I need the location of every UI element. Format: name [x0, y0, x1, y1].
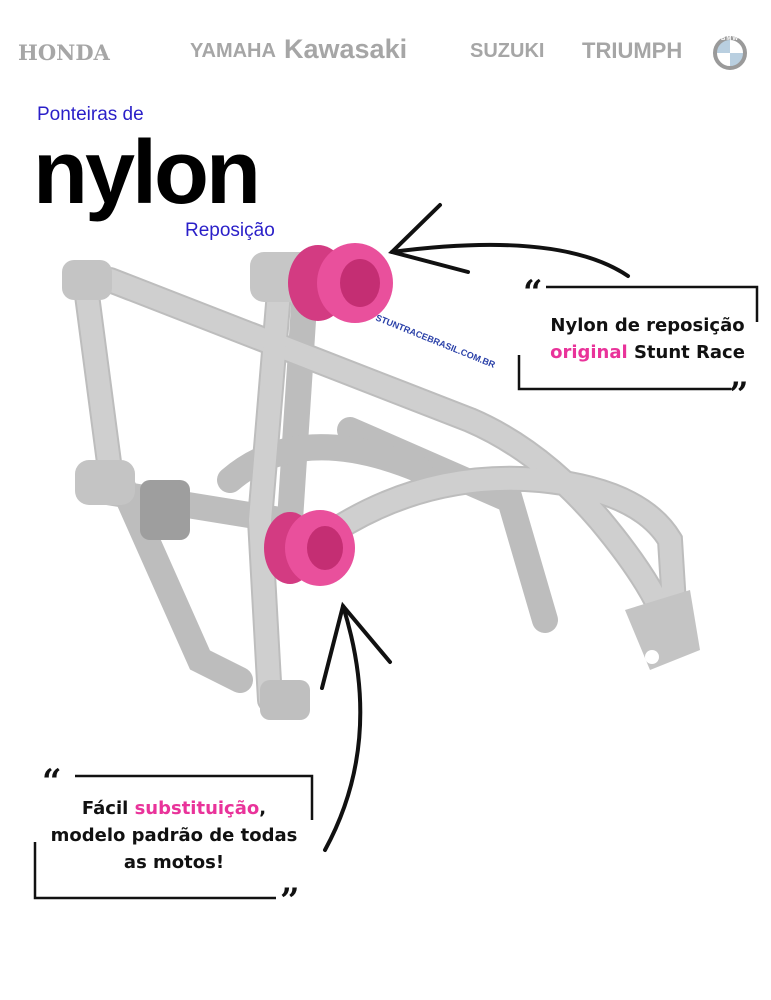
- callout-1-line1: Nylon de reposição: [550, 315, 745, 336]
- close-quote-icon: ”: [729, 375, 749, 415]
- close-quote-icon: ”: [280, 881, 300, 921]
- callout-2-line2: modelo padrão de todas: [50, 825, 298, 846]
- open-quote-icon: “: [523, 273, 543, 313]
- nylon-slider-top: [288, 243, 393, 323]
- callout-1-highlight: original: [550, 342, 628, 363]
- kawasaki-logo: Kawasaki: [284, 34, 408, 64]
- nylon-slider-bottom: [264, 510, 355, 586]
- open-quote-icon: “: [42, 762, 62, 802]
- headline-main: nylon: [33, 123, 261, 223]
- frame-slider: [72, 267, 688, 713]
- headline-bottom: Reposição: [185, 220, 275, 241]
- bmw-logo-text: BMW: [721, 36, 739, 42]
- mount-bracket: [625, 590, 700, 670]
- callout-2-line1: Fácil substituição,: [40, 795, 308, 822]
- callout-2-line3: as motos!: [123, 852, 225, 873]
- honda-logo: HONDA: [18, 40, 110, 65]
- callout-1-rest: Stunt Race: [627, 342, 745, 363]
- callout-1-text: Nylon de reposição original Stunt Race: [530, 312, 765, 366]
- callout-frame-2: [33, 774, 314, 900]
- arrow-top-icon: [388, 203, 630, 278]
- suzuki-logo: SUZUKI: [470, 40, 545, 62]
- callout-2-highlight: substituição: [134, 798, 260, 819]
- tube-end: [75, 460, 135, 505]
- callout-2-text: Fácil substituição, modelo padrão de tod…: [40, 795, 308, 876]
- callout-2-pre: Fácil: [81, 798, 135, 819]
- callout-frame-1: [517, 285, 759, 391]
- triumph-logo: TRIUMPH: [582, 38, 683, 63]
- product-print: STUNTRACEBRASIL.COM.BR: [374, 313, 497, 370]
- tube-clamp: [140, 480, 190, 540]
- callout-2-post: ,: [259, 798, 267, 819]
- yamaha-logo: YAMAHA: [190, 40, 276, 62]
- callout-1-line2: original Stunt Race: [530, 339, 765, 366]
- arrow-bottom-icon: [320, 601, 392, 852]
- headline-top: Ponteiras de: [37, 104, 144, 125]
- tube-end: [260, 680, 310, 720]
- bmw-logo: BMW: [713, 36, 747, 70]
- brand-logos: HONDA YAMAHA Kawasaki SUZUKI TRIUMPH BMW: [0, 30, 771, 80]
- tube-end: [62, 260, 112, 300]
